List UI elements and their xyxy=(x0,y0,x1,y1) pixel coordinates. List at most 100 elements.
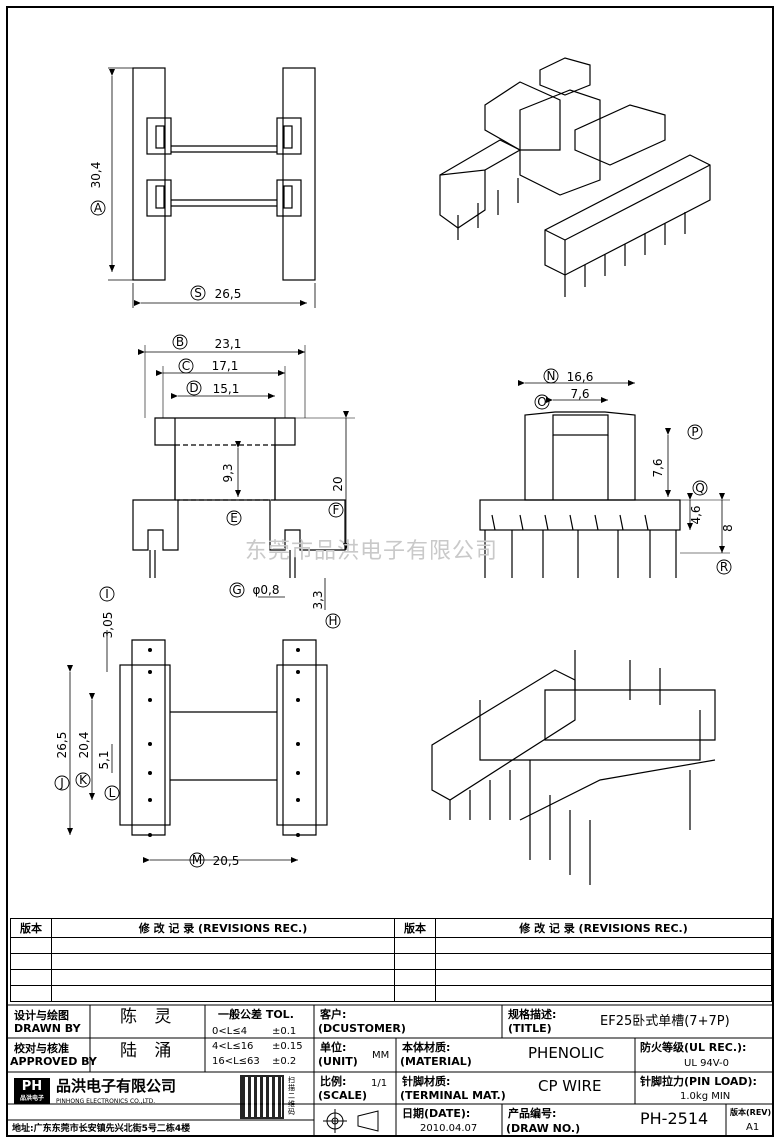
pin-load-label: 针脚拉力(PIN LOAD): xyxy=(640,1075,757,1088)
dim-letter-g: G xyxy=(232,583,241,597)
table-row xyxy=(10,937,772,954)
dim-letter-m: M xyxy=(192,853,202,867)
rev-col-record-2: 修 改 记 录 (REVISIONS REC.) xyxy=(435,918,772,938)
spec-label-cn: 规格描述: xyxy=(508,1008,557,1021)
revisions-table: 版本 修 改 记 录 (REVISIONS REC.) 版本 修 改 记 录 (… xyxy=(10,918,772,1002)
drawno-label-cn: 产品编号: xyxy=(508,1107,557,1120)
qr-caption: 扫描二维码 xyxy=(288,1076,295,1116)
rev-col-version: 版本 xyxy=(10,918,52,938)
material-value: PHENOLIC xyxy=(528,1044,605,1062)
company-name: 品洪电子有限公司 xyxy=(56,1077,177,1095)
pin-material-label-en: (TERMINAL MAT.) xyxy=(400,1089,506,1102)
dim-c-value: 17,1 xyxy=(212,359,239,373)
dim-letter-p: P xyxy=(691,425,698,439)
rev-label: 版本(REV): xyxy=(730,1108,775,1117)
side-view xyxy=(479,380,730,578)
table-row xyxy=(10,969,772,986)
spec-label-en: (TITLE) xyxy=(508,1022,552,1035)
check-label-en: APPROVED BY xyxy=(10,1055,97,1068)
bottom-view xyxy=(67,630,328,863)
dim-letter-e: E xyxy=(230,511,238,525)
dim-b-value: 23,1 xyxy=(215,337,242,351)
customer-label-en: (DCUSTOMER) xyxy=(318,1022,406,1035)
dim-r-value: 8 xyxy=(721,524,735,532)
fire-label: 防火等级(UL REC.): xyxy=(640,1041,747,1054)
dim-letter-r: R xyxy=(720,560,728,574)
drawing-frame xyxy=(6,6,774,1137)
dim-n-value: 16,6 xyxy=(567,370,594,384)
dim-letter-l: L xyxy=(109,786,116,800)
date-label: 日期(DATE): xyxy=(402,1107,471,1120)
dim-letter-h: H xyxy=(328,614,337,628)
rev-value: A1 xyxy=(746,1122,760,1133)
dim-o-value: 7,6 xyxy=(570,387,589,401)
qr-code-icon xyxy=(240,1075,284,1119)
top-view xyxy=(108,67,316,308)
date-value: 2010.04.07 xyxy=(420,1123,478,1134)
dim-letter-i: I xyxy=(105,587,109,601)
pin-material-label-cn: 针脚材质: xyxy=(402,1075,451,1088)
fire-value: UL 94V-0 xyxy=(684,1058,730,1069)
dim-k-value: 20,4 xyxy=(77,732,91,759)
spec-value: EF25卧式单槽(7+7P) xyxy=(600,1014,730,1029)
material-label-cn: 本体材质: xyxy=(402,1041,451,1054)
dim-letter-c: C xyxy=(182,359,190,373)
check-label-cn: 校对与核准 xyxy=(14,1042,69,1055)
tol3-range: 16<L≤63 xyxy=(212,1056,260,1067)
dim-p-value: 7,6 xyxy=(651,458,665,477)
dim-d-value: 15,1 xyxy=(213,382,240,396)
watermark: 东莞市品洪电子有限公司 xyxy=(245,539,499,564)
scale-value: 1/1 xyxy=(371,1078,388,1089)
unit-label-en: (UNIT) xyxy=(318,1055,358,1068)
title-block-grid xyxy=(8,1004,774,1137)
material-label-en: (MATERIAL) xyxy=(400,1055,472,1068)
design-label-cn: 设计与绘图 xyxy=(14,1009,69,1022)
rev-col-version-2: 版本 xyxy=(394,918,436,938)
rev-col-record: 修 改 记 录 (REVISIONS REC.) xyxy=(51,918,395,938)
dim-letter-o: O xyxy=(537,395,546,409)
dim-letter-q: Q xyxy=(695,481,704,495)
unit-label-cn: 单位: xyxy=(320,1041,347,1054)
projection-symbol-icon xyxy=(323,1109,379,1133)
dim-f-value: 20 xyxy=(331,476,345,491)
scale-label-en: (SCALE) xyxy=(318,1089,368,1102)
dim-e-value: 9,3 xyxy=(221,463,235,482)
dim-letter-a: A xyxy=(94,201,103,215)
pin-material-value: CP WIRE xyxy=(538,1077,602,1095)
logo-subtext: 品洪电子 xyxy=(19,1095,44,1102)
tol2-value: ±0.15 xyxy=(272,1041,303,1052)
tol1-range: 0<L≤4 xyxy=(212,1026,248,1037)
tol2-range: 4<L≤16 xyxy=(212,1041,254,1052)
dim-letter-s: S xyxy=(194,286,202,300)
customer-label-cn: 客户: xyxy=(320,1008,347,1021)
dim-g-value: φ0,8 xyxy=(253,583,280,597)
dim-letter-k: K xyxy=(79,773,88,787)
tol3-value: ±0.2 xyxy=(272,1056,297,1067)
table-row xyxy=(10,985,772,1002)
dim-l-value: 5,1 xyxy=(97,750,111,769)
front-view xyxy=(132,345,355,610)
pin-load-value: 1.0kg MIN xyxy=(680,1091,731,1102)
drawno-label-en: (DRAW NO.) xyxy=(506,1122,581,1135)
dim-h-value: 3,3 xyxy=(311,590,325,609)
tol1-value: ±0.1 xyxy=(272,1026,297,1037)
dim-m-value: 20,5 xyxy=(213,854,240,868)
iso-view-bottom xyxy=(431,650,716,885)
company-name-en: PINHONG ELECTRONICS CO.,LTD. xyxy=(56,1098,156,1105)
dim-letter-n: N xyxy=(547,369,556,383)
logo-text: PH xyxy=(21,1079,43,1094)
design-label-en: DRAWN BY xyxy=(14,1022,81,1035)
dim-j-value: 26,5 xyxy=(55,732,69,759)
iso-view-top xyxy=(439,57,711,297)
checker-name: 陆 涌 xyxy=(120,1041,178,1061)
designer-name: 陈 灵 xyxy=(120,1007,178,1027)
dim-letter-j: J xyxy=(59,776,64,790)
company-logo: PH 品洪电子 xyxy=(14,1078,50,1104)
dim-letter-f: F xyxy=(333,503,340,517)
unit-value: MM xyxy=(372,1050,390,1061)
scale-label-cn: 比例: xyxy=(320,1075,347,1088)
dim-q-value: 4,6 xyxy=(689,505,703,524)
dim-letter-b: B xyxy=(176,335,184,349)
callout-circles xyxy=(54,200,732,868)
